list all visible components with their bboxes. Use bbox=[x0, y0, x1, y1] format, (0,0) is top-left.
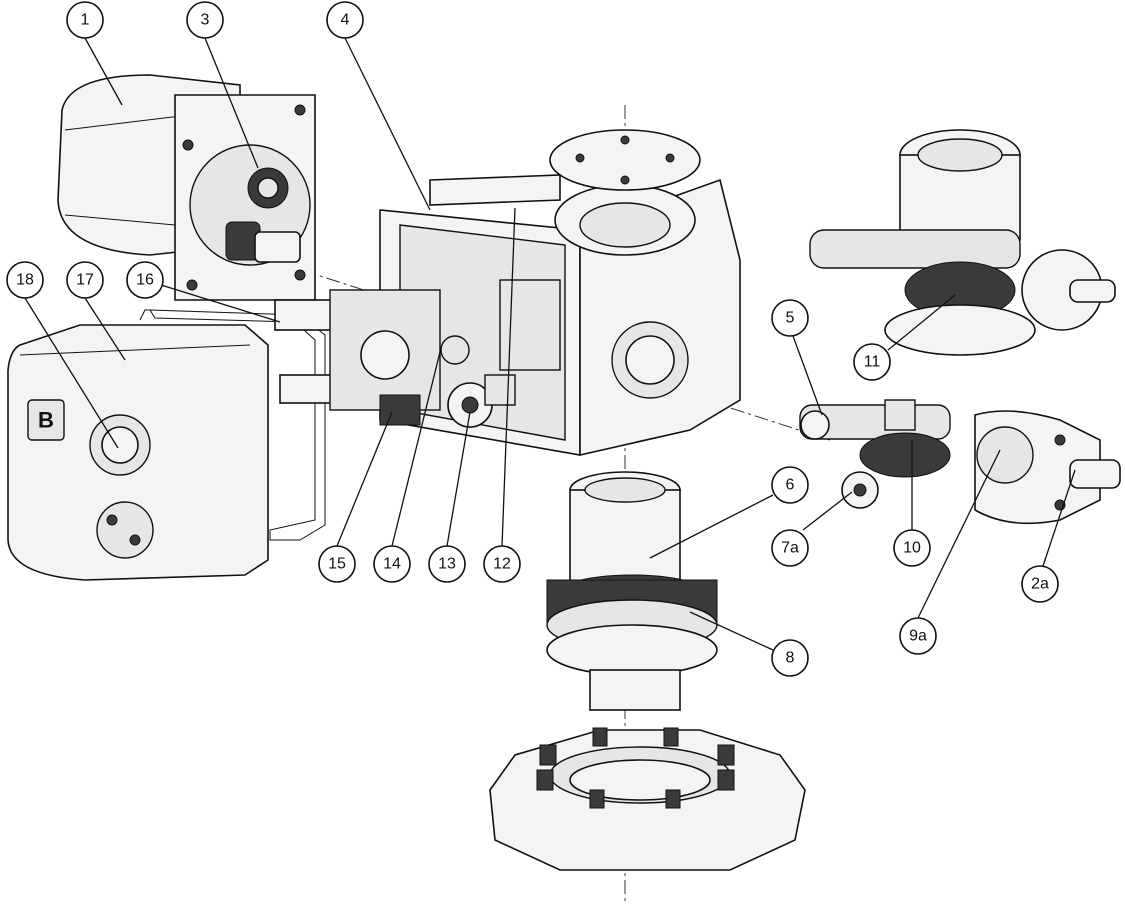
motor bbox=[57, 74, 316, 301]
svg-text:17: 17 bbox=[76, 272, 94, 289]
svg-text:5: 5 bbox=[786, 310, 795, 327]
callout-6: 6 bbox=[649, 466, 809, 559]
control-module bbox=[274, 289, 516, 428]
svg-text:12: 12 bbox=[493, 556, 511, 573]
callout-5: 5 bbox=[771, 299, 823, 416]
drive-sleeve-and-worm-wheel bbox=[546, 471, 718, 711]
logo-letter: B bbox=[38, 408, 54, 433]
electrical-cover bbox=[7, 324, 269, 581]
callout-1: 1 bbox=[66, 1, 123, 106]
svg-text:4: 4 bbox=[341, 12, 350, 29]
callout-3: 3 bbox=[186, 1, 259, 169]
svg-text:9a: 9a bbox=[909, 628, 927, 645]
svg-text:18: 18 bbox=[16, 272, 34, 289]
callout-10: 10 bbox=[893, 440, 931, 567]
callout-16: 16 bbox=[126, 261, 281, 323]
top-cover-plate bbox=[549, 129, 701, 191]
svg-text:16: 16 bbox=[136, 272, 154, 289]
callout-17: 17 bbox=[66, 261, 126, 361]
svg-text:10: 10 bbox=[903, 540, 921, 557]
svg-text:8: 8 bbox=[786, 650, 795, 667]
callout-13: 13 bbox=[428, 411, 471, 583]
svg-text:2a: 2a bbox=[1031, 576, 1049, 593]
callout-18: 18 bbox=[6, 261, 119, 449]
base-flange bbox=[489, 727, 806, 871]
svg-text:14: 14 bbox=[383, 556, 401, 573]
callout-11: 11 bbox=[853, 294, 956, 381]
svg-text:13: 13 bbox=[438, 556, 456, 573]
callout-8: 8 bbox=[689, 611, 809, 677]
svg-text:1: 1 bbox=[81, 12, 90, 29]
callout-15: 15 bbox=[318, 411, 393, 583]
callout-4: 4 bbox=[326, 1, 431, 211]
callout-12: 12 bbox=[483, 207, 521, 583]
gasket bbox=[139, 309, 326, 541]
callout-2a: 2a bbox=[1021, 469, 1076, 603]
svg-text:15: 15 bbox=[328, 556, 346, 573]
worm-shaft-assembly bbox=[809, 129, 1116, 356]
callout-9a: 9a bbox=[899, 449, 1001, 655]
svg-text:7a: 7a bbox=[781, 540, 799, 557]
svg-text:3: 3 bbox=[201, 12, 210, 29]
callout-7a: 7a bbox=[771, 491, 853, 567]
callout-14: 14 bbox=[373, 351, 441, 583]
svg-text:6: 6 bbox=[786, 477, 795, 494]
handwheel-worm-group bbox=[799, 399, 1121, 525]
svg-text:11: 11 bbox=[864, 354, 881, 371]
